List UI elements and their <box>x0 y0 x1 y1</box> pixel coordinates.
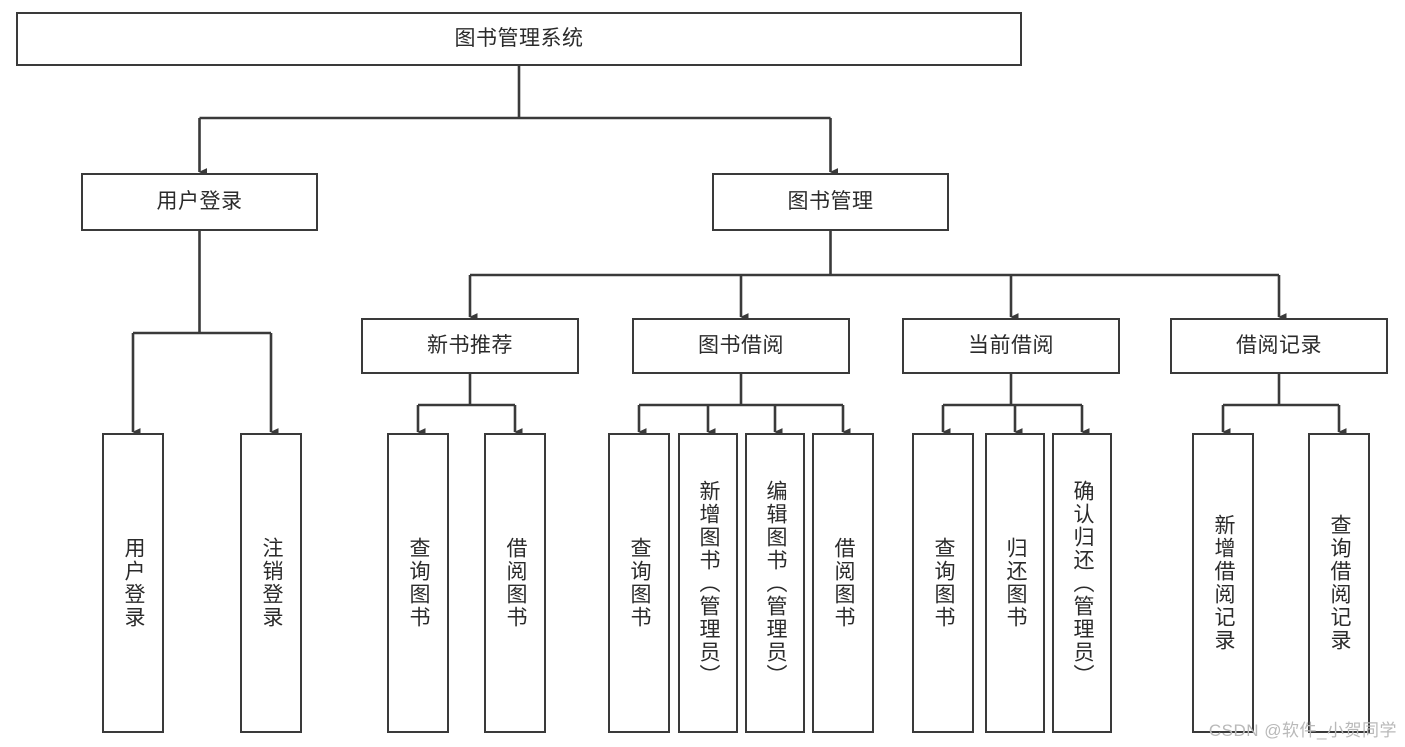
node-query-book-2[interactable]: 查询图书 <box>608 433 670 733</box>
node-label: 用户登录 <box>122 537 146 629</box>
node-new-book-recommend[interactable]: 新书推荐 <box>361 318 579 374</box>
node-label: 图书管理 <box>787 190 874 214</box>
node-query-borrow-record[interactable]: 查询借阅记录 <box>1308 433 1370 733</box>
node-edit-book-admin[interactable]: 编辑图书（管理员） <box>745 433 805 733</box>
node-label: 新书推荐 <box>427 334 513 358</box>
node-label: 借阅图书 <box>832 537 856 629</box>
node-label: 归还图书 <box>1004 537 1028 629</box>
node-label: 当前借阅 <box>968 334 1054 358</box>
node-borrow-book-1[interactable]: 借阅图书 <box>484 433 546 733</box>
node-borrow-book-2[interactable]: 借阅图书 <box>812 433 874 733</box>
node-user-logout[interactable]: 注销登录 <box>240 433 302 733</box>
node-borrow-records[interactable]: 借阅记录 <box>1170 318 1388 374</box>
node-label: 借阅图书 <box>504 537 528 629</box>
node-label: 注销登录 <box>260 537 284 629</box>
node-user-login-do[interactable]: 用户登录 <box>102 433 164 733</box>
node-label: 借阅记录 <box>1236 334 1322 358</box>
node-book-borrow[interactable]: 图书借阅 <box>632 318 850 374</box>
node-book-manage[interactable]: 图书管理 <box>712 173 949 231</box>
node-label: 编辑图书（管理员） <box>764 479 788 687</box>
node-label: 图书借阅 <box>698 334 784 358</box>
node-confirm-return-admin[interactable]: 确认归还（管理员） <box>1052 433 1112 733</box>
node-current-borrow[interactable]: 当前借阅 <box>902 318 1120 374</box>
node-label: 查询图书 <box>932 537 956 629</box>
node-user-login[interactable]: 用户登录 <box>81 173 318 231</box>
node-label: 图书管理系统 <box>454 27 584 51</box>
node-add-borrow-record[interactable]: 新增借阅记录 <box>1192 433 1254 733</box>
node-add-book-admin[interactable]: 新增图书（管理员） <box>678 433 738 733</box>
node-label: 新增图书（管理员） <box>697 479 721 687</box>
node-query-book-1[interactable]: 查询图书 <box>387 433 449 733</box>
watermark-text: CSDN @软件_小贺同学 <box>1208 721 1397 740</box>
node-query-book-3[interactable]: 查询图书 <box>912 433 974 733</box>
node-label: 查询图书 <box>628 537 652 629</box>
node-return-book[interactable]: 归还图书 <box>985 433 1045 733</box>
node-label: 查询图书 <box>407 537 431 629</box>
node-root[interactable]: 图书管理系统 <box>16 12 1022 66</box>
node-label: 用户登录 <box>156 190 243 214</box>
node-label: 查询借阅记录 <box>1328 514 1352 652</box>
node-label: 新增借阅记录 <box>1212 514 1236 652</box>
node-label: 确认归还（管理员） <box>1071 479 1095 687</box>
